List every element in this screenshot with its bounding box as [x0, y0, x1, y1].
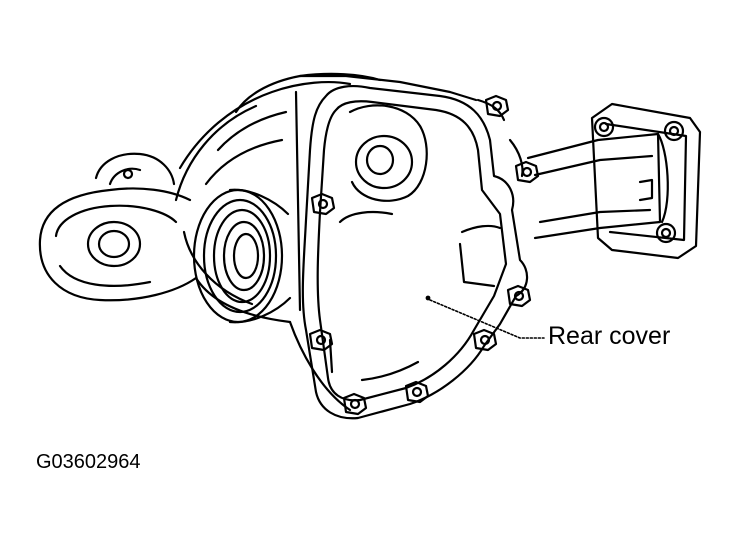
rear-cover-plate	[301, 85, 529, 420]
cover-boss-hole	[354, 134, 414, 190]
cover-bolt	[308, 328, 334, 352]
cover-bolt	[404, 380, 430, 404]
cover-bolt	[342, 392, 368, 416]
cover-bolt	[472, 328, 498, 352]
left-mount-arm	[38, 152, 198, 302]
cover-bolt	[310, 192, 336, 216]
cover-bolt	[514, 160, 540, 184]
flange-bolt	[593, 116, 615, 138]
mount-bushing	[86, 220, 142, 268]
rear-cover-leader-line	[429, 299, 545, 339]
output-shaft-tube	[526, 132, 662, 240]
flange-bolt	[663, 120, 685, 142]
callout-origin-dot	[425, 295, 431, 301]
cover-bolt	[506, 284, 532, 308]
output-flange	[590, 102, 702, 260]
figure-id: G03602964	[36, 451, 141, 473]
cover-bolt	[484, 94, 510, 118]
rear-cover-label: Rear cover	[548, 322, 671, 350]
pinion-seal	[192, 188, 292, 324]
flange-bolt	[655, 222, 677, 244]
